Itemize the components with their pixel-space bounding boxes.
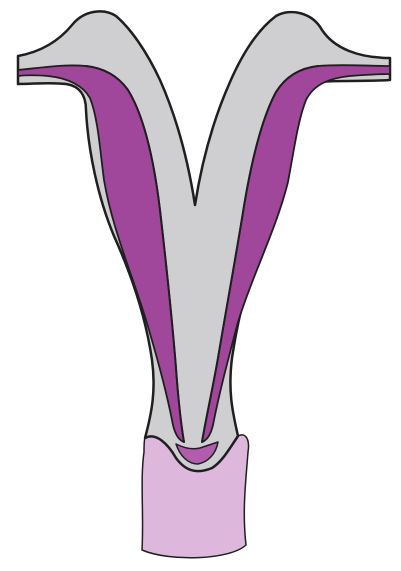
uterus-illustration: [0, 0, 401, 571]
uterus-diagram: [0, 0, 401, 571]
